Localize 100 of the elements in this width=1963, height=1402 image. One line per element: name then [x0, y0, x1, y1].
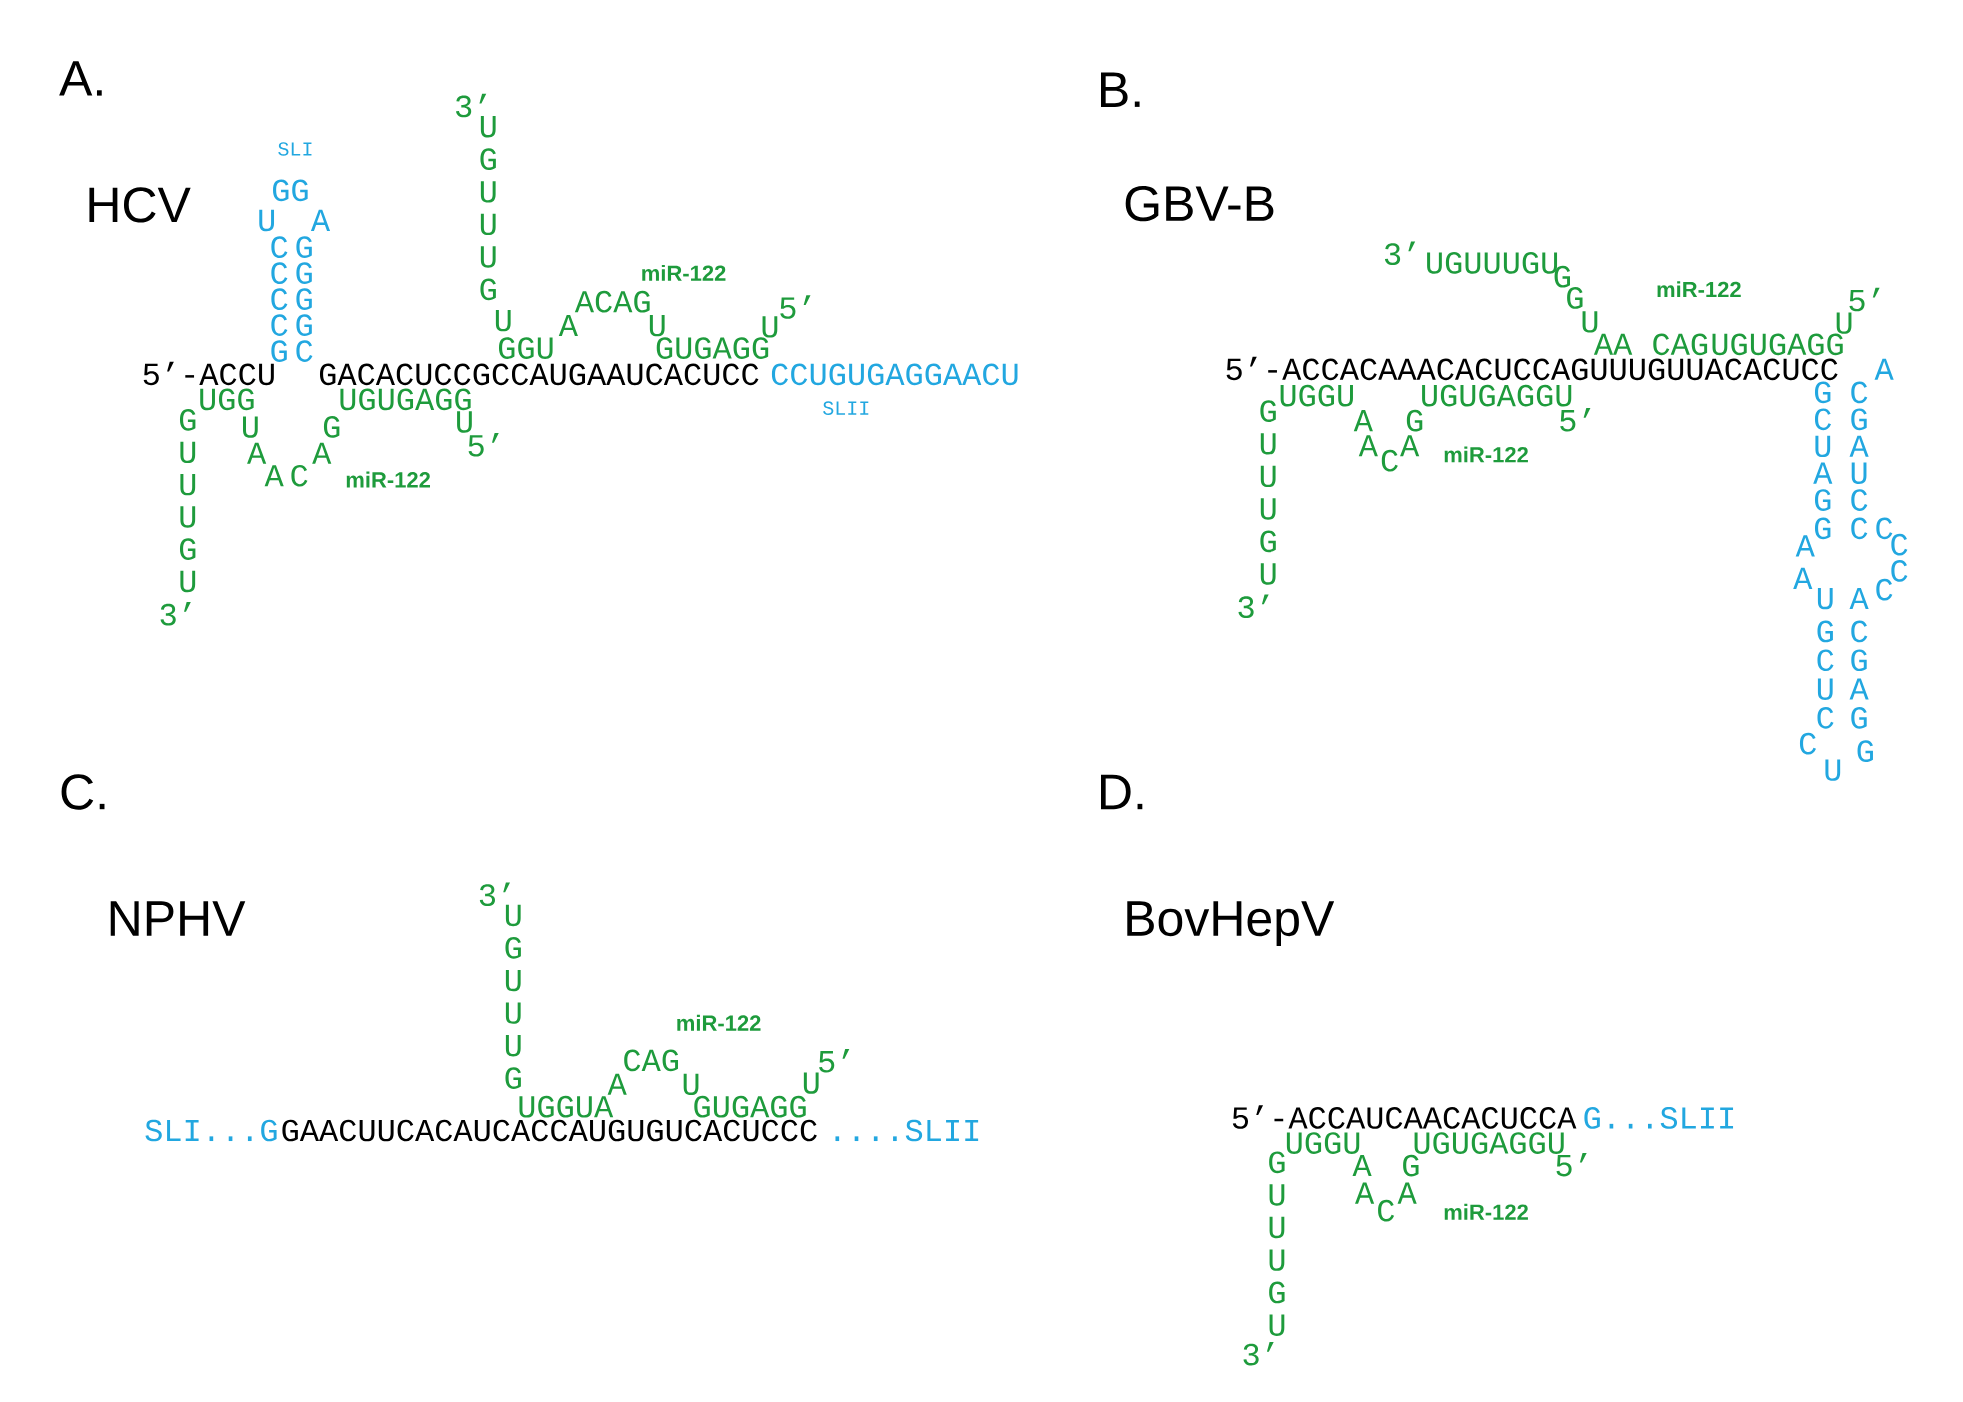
sequence-text: G	[1403, 1154, 1419, 1177]
sequence-text: 3’	[160, 602, 191, 626]
mirna-label: miR-122	[346, 471, 430, 488]
sequence-text: G C U A G	[1813, 381, 1833, 511]
sequence-text: U	[649, 315, 665, 337]
sequence-text: U G U U U G	[505, 904, 521, 1089]
sequence-text: UGUGAGG	[1712, 333, 1843, 356]
sequence-text: AA CAG	[1593, 333, 1708, 356]
sequence-text: C	[1799, 732, 1816, 755]
sequence-text: UGGUA	[519, 1095, 614, 1118]
sequence-text: 5’	[1849, 287, 1880, 312]
sequence-text: GUGAGG	[694, 1095, 806, 1118]
sequence-text: 3’	[1384, 241, 1416, 265]
sequence-text: GGU	[499, 337, 553, 359]
sequence-text: UGUGAGGU	[1422, 384, 1572, 407]
sequence-text: 5’	[1560, 408, 1591, 432]
sequence-text: UGG	[200, 388, 254, 411]
panel-letter: C.	[61, 774, 105, 810]
sequence-text: U	[1836, 312, 1852, 334]
sequence-text: A	[607, 1073, 627, 1095]
sequence-text: UGUGAGG	[340, 388, 471, 411]
sequence-text: GUGAGG	[656, 337, 769, 359]
sequence-text: SLI...G	[145, 1119, 277, 1142]
sequence-text: C C C C G	[271, 236, 288, 362]
sequence-text: U	[1582, 311, 1598, 333]
virus-name: HCV	[89, 187, 191, 223]
sequence-text: 5’	[468, 433, 499, 457]
virus-name: GBV-B	[1125, 185, 1274, 222]
sequence-text: U G U U U G	[480, 116, 496, 301]
sequence-text: 3’	[456, 93, 487, 118]
sequence-text: U	[259, 209, 274, 232]
sequence-text: G...SLII	[1584, 1107, 1734, 1129]
sequence-text: C	[1378, 1199, 1395, 1222]
mirna-label: miR-122	[642, 264, 726, 281]
panel-letter: A.	[59, 61, 102, 96]
sequence-text: G	[323, 416, 340, 438]
sequence-text: U	[457, 411, 472, 433]
panel-letter: D.	[1101, 774, 1143, 810]
sequence-text: GAACUUCACAUCACCAUGUGUCACUCCC	[282, 1119, 817, 1142]
virus-name: NPHV	[110, 901, 246, 936]
sequence-text: A	[1397, 1182, 1417, 1204]
sequence-text: U	[803, 1072, 819, 1094]
sequence-text: A	[1355, 1182, 1375, 1204]
sequence-text: G U U U G U	[1260, 400, 1276, 585]
sequence-text: C	[291, 464, 308, 487]
sequence-text: 3’	[1238, 594, 1269, 619]
sequence-text: C	[1851, 517, 1868, 540]
sequence-text: A	[1400, 435, 1420, 457]
sequence-text: C G A U C	[1849, 381, 1869, 511]
sequence-text: UGUGAGGU	[1414, 1132, 1564, 1154]
sequence-text: C G A G	[1849, 620, 1869, 729]
sequence-text: ACAG	[574, 290, 650, 313]
sequence-text: C	[1891, 560, 1908, 582]
sequence-text: A	[1793, 567, 1813, 589]
sequence-text: C	[1876, 517, 1893, 540]
mirna-label: miR-122	[1444, 1203, 1528, 1220]
sequence-text: A	[264, 465, 284, 487]
sequence-text: 3’	[479, 882, 511, 906]
sequence-text: CCUGUGAGGAACU	[771, 363, 1018, 386]
mirna-label: miR-122	[1657, 281, 1741, 298]
sequence-text: 5’	[819, 1049, 850, 1073]
region-label: SLII	[823, 401, 869, 415]
sequence-text: GACACUCCGCCAUGAAUCACUCC	[319, 363, 759, 386]
sequence-text: 5’	[780, 295, 811, 319]
panel-letter: B.	[1101, 72, 1140, 107]
sequence-text: C	[1876, 578, 1893, 601]
sequence-text: G	[1857, 740, 1873, 762]
sequence-text: A	[1795, 535, 1815, 557]
sequence-text: A	[1353, 410, 1373, 432]
sequence-text: 3’	[1243, 1341, 1274, 1366]
sequence-text: A	[247, 442, 267, 464]
sequence-text: ....SLII	[835, 1119, 979, 1142]
sequence-text: U	[243, 416, 258, 438]
sequence-text: A	[310, 209, 331, 231]
sequence-text: 5’-ACCU	[143, 361, 274, 386]
sequence-text: A	[312, 442, 332, 464]
sequence-text: UGGU	[1280, 384, 1353, 407]
sequence-text: A	[1849, 587, 1869, 609]
sequence-text: U	[1825, 759, 1841, 781]
sequence-text: U	[1817, 587, 1833, 610]
sequence-text: G U U U G U	[1269, 1151, 1285, 1336]
sequence-text: UGGU	[1286, 1132, 1360, 1154]
sequence-text: U	[495, 309, 511, 332]
sequence-text: CAG	[624, 1049, 679, 1072]
virus-name: BovHepV	[1127, 901, 1335, 947]
sequence-text: 5’	[1556, 1152, 1587, 1177]
mirna-label: miR-122	[1444, 446, 1528, 463]
sequence-text: U	[683, 1073, 699, 1096]
sequence-text: U	[762, 316, 778, 338]
mirna-label: miR-122	[677, 1014, 761, 1031]
sequence-text: G G G G C	[296, 236, 313, 362]
region-label: SLI	[278, 142, 312, 156]
sequence-text: C	[1891, 533, 1908, 556]
sequence-text: G C U C	[1817, 620, 1834, 729]
sequence-text: G U U U G U	[179, 409, 196, 593]
sequence-text: 5’-ACCAUCAACACUCCA	[1232, 1105, 1577, 1129]
sequence-text: GG	[273, 179, 308, 202]
sequence-text: C	[1381, 449, 1398, 472]
sequence-text: 5’-ACCACAAACACUCCAGUUUGUUACACUCC	[1226, 356, 1838, 381]
sequence-text: A	[1874, 358, 1894, 380]
